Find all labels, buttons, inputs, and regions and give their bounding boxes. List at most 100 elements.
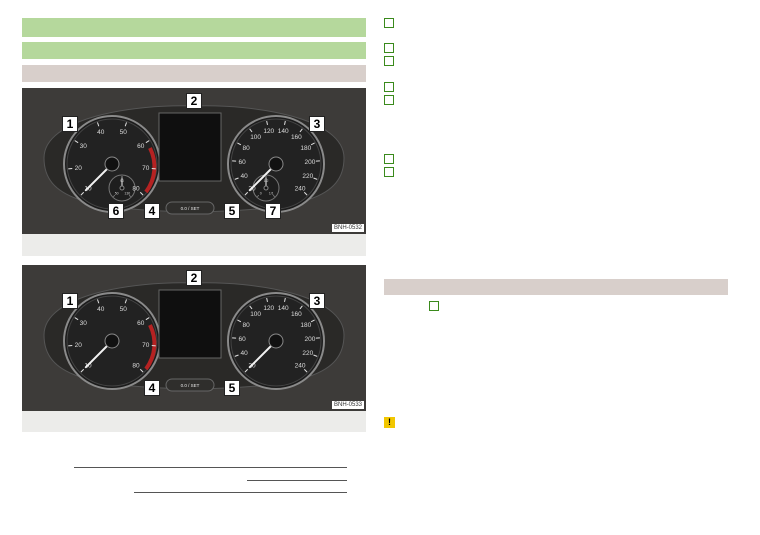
item-checkbox — [384, 82, 394, 92]
top-green-band-2 — [22, 42, 366, 59]
speedometer-tick-label: 240 — [295, 362, 306, 369]
figure1-callout-2: 2 — [186, 93, 202, 109]
speedometer-tick-label: 180 — [300, 145, 311, 152]
speedometer-tick-label: 80 — [243, 322, 251, 329]
warning-icon: ! — [384, 417, 395, 428]
speedometer-tick-label: 220 — [302, 173, 313, 180]
speedometer-tick — [284, 297, 286, 303]
coolant-gauge-hub — [119, 185, 125, 191]
speedometer-tick-label: 200 — [304, 336, 315, 343]
tachometer-tick — [74, 317, 79, 321]
speedometer-hub — [268, 333, 284, 349]
fuel-gauge-tick — [273, 195, 275, 197]
fuel-gauge-tick-label: 0 — [260, 192, 262, 196]
top-gray-band — [22, 65, 366, 82]
speedometer-tick — [237, 319, 242, 323]
figure1-callout-7: 7 — [265, 203, 281, 219]
speedometer-tick — [237, 142, 242, 146]
figure2-callout-1: 1 — [62, 293, 78, 309]
tachometer-tick — [124, 122, 128, 127]
item-checkbox — [384, 167, 394, 177]
figure1-callout-6: 6 — [108, 203, 124, 219]
figure2-caption — [22, 411, 366, 432]
tachometer-tick-label: 70 — [142, 342, 150, 349]
speedometer-tick-label: 140 — [278, 128, 289, 135]
fuel-gauge-tick — [257, 195, 259, 197]
speedometer-tick-label: 120 — [263, 128, 274, 135]
speedometer-tick — [303, 191, 308, 196]
coolant-gauge-tick — [129, 195, 131, 197]
speedometer-tick-label: 240 — [295, 185, 306, 192]
coolant-gauge-tick-label: 50 — [115, 192, 119, 196]
speedometer-tick — [266, 297, 268, 303]
tachometer-tick-label: 20 — [75, 342, 83, 349]
speedometer-tick — [284, 120, 286, 126]
speedometer-tick-label: 120 — [263, 305, 274, 312]
figure1-cluster-drawing: 0.0 / SET 102030405060708020406080100120… — [43, 105, 345, 215]
speedometer-tick-label: 40 — [241, 350, 249, 357]
tachometer-tick-label: 70 — [142, 165, 150, 172]
coolant-gauge-tick-label: 130 — [124, 192, 130, 196]
speedometer-tick — [310, 319, 315, 323]
speedometer-tick — [299, 305, 303, 310]
footnote-rule-3 — [134, 492, 347, 493]
speedometer-tick — [299, 128, 303, 133]
figure2-image-code: BNH-0533 — [331, 401, 364, 409]
item-checkbox — [384, 56, 394, 66]
figure1-image-code: BNH-0532 — [331, 224, 364, 232]
tachometer-tick — [80, 191, 85, 196]
figure1-button-label: 0.0 / SET — [181, 206, 200, 211]
speedometer-tick-label: 80 — [243, 145, 251, 152]
tachometer-tick — [74, 140, 79, 144]
item-checkbox — [384, 43, 394, 53]
speedometer-tick-label: 220 — [302, 350, 313, 357]
coolant-gauge-tick — [113, 195, 115, 197]
tachometer-tick-label: 40 — [97, 306, 105, 313]
tachometer-tick-label: 50 — [120, 306, 128, 313]
item-checkbox — [384, 154, 394, 164]
speedometer-tick — [266, 120, 268, 126]
speedometer-tick — [244, 368, 249, 373]
tachometer-hub — [104, 156, 120, 172]
speedometer-hub — [268, 156, 284, 172]
figure2-callout-4: 4 — [144, 380, 160, 396]
tachometer-tick-label: 40 — [97, 129, 105, 136]
tachometer-tick — [145, 317, 150, 321]
fuel-gauge-tick-label: 1/1 — [269, 192, 274, 196]
figure2-button-label: 0.0 / SET — [181, 383, 200, 388]
fuel-gauge-hub — [263, 185, 269, 191]
figure2-cluster-drawing: 0.0 / SET 102030405060708020406080100120… — [43, 282, 345, 392]
speedometer-tick-label: 200 — [304, 159, 315, 166]
speedometer-tick — [234, 177, 239, 180]
figure1-callout-1: 1 — [62, 116, 78, 132]
figure2-callout-3: 3 — [309, 293, 325, 309]
speedometer-tick-label: 180 — [300, 322, 311, 329]
speedometer-tick-label: 40 — [241, 173, 249, 180]
speedometer-tick — [244, 191, 249, 196]
tachometer-tick — [124, 299, 128, 304]
figure2-callout-2: 2 — [186, 270, 202, 286]
right-gray-band — [384, 279, 728, 295]
speedometer-tick — [310, 142, 315, 146]
tachometer-tick-label: 80 — [132, 362, 140, 369]
top-green-band-1 — [22, 18, 366, 37]
figure1-callout-5: 5 — [224, 203, 240, 219]
speedometer-tick-label: 60 — [238, 336, 246, 343]
speedometer-tick-label: 140 — [278, 305, 289, 312]
item-checkbox — [384, 18, 394, 28]
speedometer-tick-label: 160 — [291, 311, 302, 318]
footnote-rule-2 — [247, 480, 347, 481]
speedometer-tick-label: 100 — [250, 134, 261, 141]
speedometer-tick — [234, 354, 239, 357]
tachometer-tick — [80, 368, 85, 373]
tachometer-tick-label: 30 — [80, 320, 88, 327]
speedometer-tick-label: 100 — [250, 311, 261, 318]
figure1-caption — [22, 234, 366, 256]
speedometer-tick — [313, 177, 318, 180]
speedometer-tick-label: 160 — [291, 134, 302, 141]
tachometer-tick-label: 80 — [132, 185, 140, 192]
speedometer-tick — [249, 305, 253, 310]
tachometer-tick — [96, 122, 100, 127]
speedometer-tick — [249, 128, 253, 133]
figure2-callout-5: 5 — [224, 380, 240, 396]
